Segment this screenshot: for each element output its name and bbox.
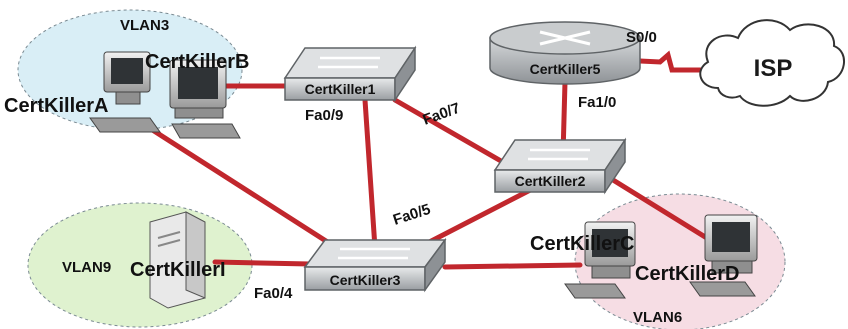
vlan6-label: VLAN6 (633, 309, 682, 326)
switch2-label: CertKiller2 (515, 173, 586, 189)
port-label-fa09: Fa0/9 (305, 107, 343, 124)
isp-cloud: ISP (699, 19, 845, 107)
link-i-s3 (212, 259, 313, 267)
server-certkilleri[interactable] (149, 211, 206, 309)
switch-arrows-icon (528, 148, 590, 161)
vlan3-label: VLAN3 (120, 17, 169, 34)
host-label-d: CertKillerD (635, 263, 739, 285)
router-certkiller5[interactable]: CertKiller5 (489, 21, 641, 85)
host-label-b: CertKillerB (145, 51, 249, 73)
switch-arrows-icon (318, 56, 380, 69)
host-label-c: CertKillerC (530, 233, 634, 255)
switch-certkiller3[interactable]: CertKiller3 (303, 237, 447, 293)
router-label: CertKiller5 (530, 61, 601, 77)
switch1-label: CertKiller1 (305, 81, 376, 97)
switch3-label: CertKiller3 (330, 272, 401, 288)
link-s1-s3 (362, 97, 378, 251)
serial-link-r5-isp (617, 50, 715, 73)
link-s3-c (442, 262, 583, 270)
switch-certkiller1[interactable]: CertKiller1 (283, 45, 417, 103)
pc-certkillerb[interactable] (169, 59, 241, 139)
host-label-i: CertKillerI (130, 259, 226, 281)
switch-arrows-icon (338, 247, 410, 260)
link-a-s3 (137, 119, 343, 253)
port-label-s00: S0/0 (626, 29, 657, 46)
link-s1-s2 (392, 97, 523, 175)
port-label-fa05: Fa0/5 (391, 201, 433, 229)
router-arrows-icon (539, 30, 591, 46)
host-label-a: CertKillerA (4, 95, 108, 117)
switch-certkiller2[interactable]: CertKiller2 (493, 137, 627, 195)
pc-certkillerc[interactable] (564, 221, 636, 299)
isp-label: ISP (754, 55, 793, 82)
vlan9-label: VLAN9 (62, 259, 111, 276)
port-label-fa04: Fa0/4 (254, 285, 293, 302)
pc-certkillera[interactable] (89, 51, 161, 133)
link-s2-d (602, 172, 713, 243)
port-label-fa10: Fa1/0 (578, 94, 616, 111)
pc-certkillerd[interactable] (689, 214, 758, 297)
